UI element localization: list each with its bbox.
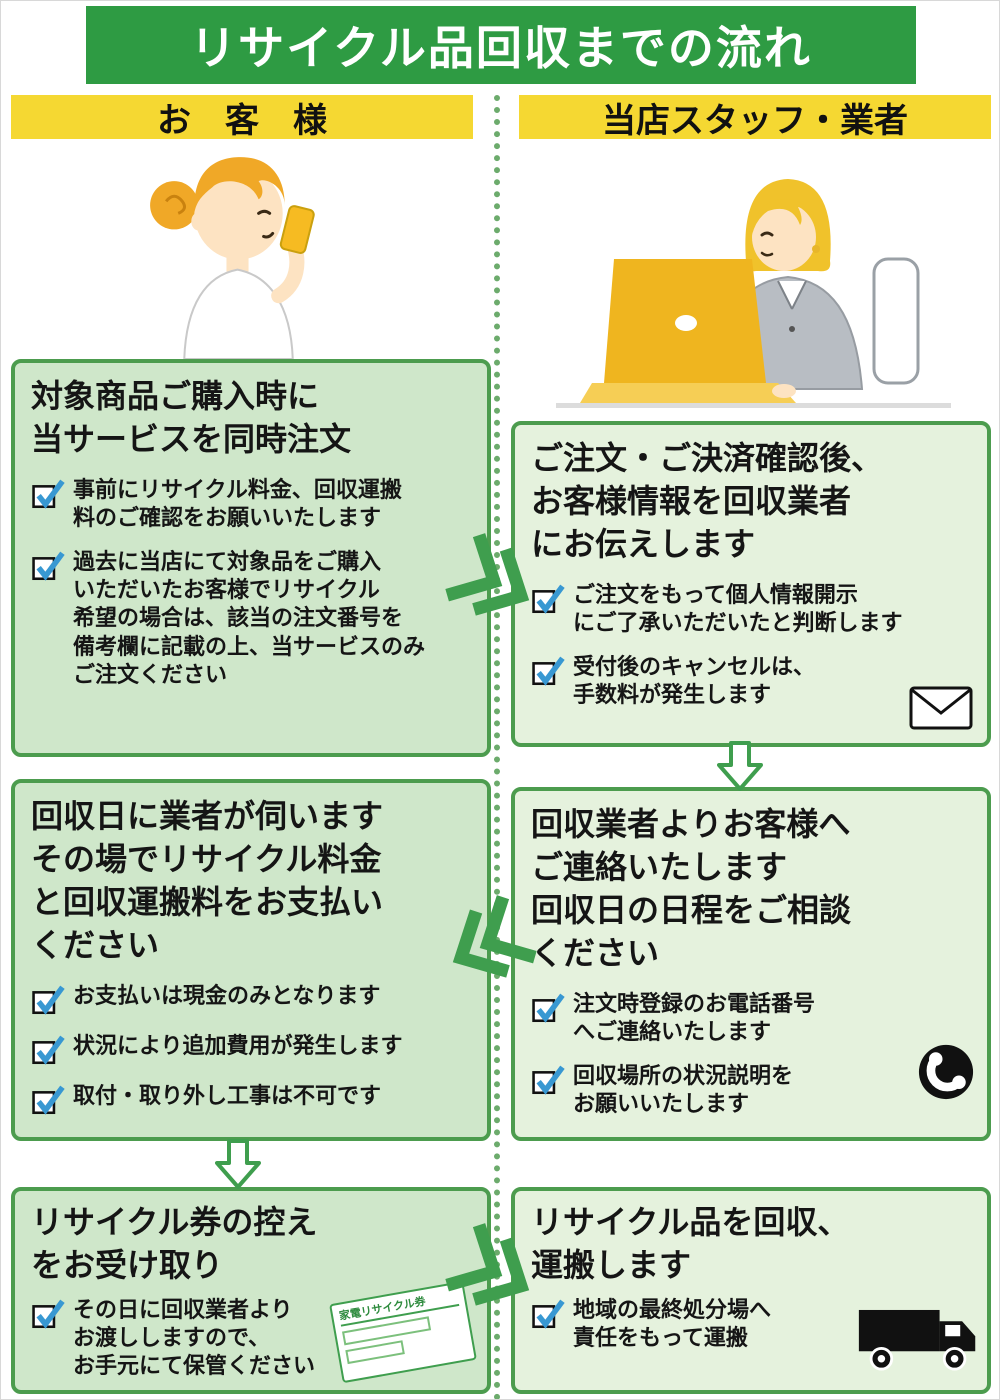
checklist-text: お支払いは現金のみとなります (73, 983, 381, 1009)
checkbox-check-icon (32, 1299, 65, 1329)
checklist-text: 状況により追加費用が発生します (73, 1033, 403, 1059)
arrow-left-down-icon (445, 895, 537, 983)
staff-illustration (556, 131, 951, 419)
envelope-icon (909, 686, 973, 730)
checklist-item: その日に回収業者より お渡ししますので、 お手元にて保管ください (31, 1297, 477, 1381)
woman-with-phone-icon (150, 157, 315, 361)
checkbox-check-icon (32, 985, 65, 1015)
checklist-text: 地域の最終処分場へ 責任をもって運搬 (573, 1297, 772, 1351)
checkbox-check-icon (532, 656, 565, 686)
step-title: 回収業者よりお客様へ ご連絡いたします 回収日の日程をご相談 ください (531, 805, 852, 972)
checklist-text: 取付・取り外し工事は不可です (73, 1083, 382, 1109)
checkbox-check-icon (532, 584, 565, 614)
checklist-text: その日に回収業者より お渡ししますので、 お手元にて保管ください (73, 1297, 316, 1380)
column-header-staff: 当店スタッフ・業者 (519, 95, 991, 141)
truck-icon (858, 1309, 976, 1371)
checklist-text: 注文時登録のお電話番号 へご連絡いたします (573, 991, 816, 1045)
checklist-item: 取付・取り外し工事は不可です (31, 1083, 477, 1117)
phone-icon (918, 1044, 974, 1100)
step-title: ご注文・ご決済確認後、 お客様情報を回収業者 にお伝えします (531, 439, 884, 563)
checklist-item: ご注文をもって個人情報開示 にご了承いただいたと判断します (531, 582, 977, 638)
arrow-down-icon (717, 741, 763, 791)
checklist-text: 事前にリサイクル料金、回収運搬 料のご確認をお願いいたします (73, 477, 402, 531)
step-box-contact: 回収業者よりお客様へ ご連絡いたします 回収日の日程をご相談 ください 注文時登… (511, 787, 991, 1141)
checkbox-check-icon (32, 551, 65, 581)
checklist-item: 事前にリサイクル料金、回収運搬 料のご確認をお願いいたします (31, 477, 477, 533)
checkbox-check-icon (32, 1035, 65, 1065)
column-divider (494, 95, 500, 1399)
customer-illustration (129, 143, 344, 361)
checklist-text: 回収場所の状況説明を お願いいたします (573, 1063, 794, 1117)
column-header-customer: お 客 様 (11, 95, 473, 141)
arrow-right-down-icon (445, 533, 537, 621)
checklist-text: 過去に当店にて対象品をご購入 いただいたお客様でリサイクル 希望の場合は、該当の… (73, 550, 426, 688)
checkbox-check-icon (32, 479, 65, 509)
checklist-item: 地域の最終処分場へ 責任をもって運搬 (531, 1297, 977, 1353)
checkbox-check-icon (532, 1299, 565, 1329)
checklist-text: ご注文をもって個人情報開示 にご了承いただいたと判断します (573, 582, 903, 636)
checklist-item: 状況により追加費用が発生します (31, 1033, 477, 1067)
arrow-right-down-icon (445, 1223, 537, 1311)
woman-at-laptop-icon (556, 179, 951, 408)
step-box-payment: 回収日に業者が伺います その場でリサイクル料金 と回収運搬料をお支払い ください… (11, 779, 491, 1141)
step-box-ticket: リサイクル券の控え をお受け取り その日に回収業者より お渡ししますので、 お手… (11, 1187, 491, 1394)
checklist-item: 注文時登録のお電話番号 へご連絡いたします (531, 991, 977, 1047)
checklist-item: 過去に当店にて対象品をご購入 いただいたお客様でリサイクル 希望の場合は、該当の… (31, 549, 477, 690)
step-title: リサイクル券の控え をお受け取り (31, 1203, 318, 1284)
checklist-text: 受付後のキャンセルは、 手数料が発生します (573, 654, 816, 709)
ticket-field (345, 1340, 405, 1365)
step-title: 回収日に業者が伺います その場でリサイクル料金 と回収運搬料をお支払い ください (31, 797, 384, 964)
checklist-item: 受付後のキャンセルは、 手数料が発生します (531, 654, 977, 710)
step-title: 対象商品ご購入時に 当サービスを同時注文 (31, 377, 352, 458)
arrow-down-icon (215, 1139, 261, 1189)
step-title: リサイクル品を回収、 運搬します (531, 1203, 850, 1284)
step-box-purchase: 対象商品ご購入時に 当サービスを同時注文 事前にリサイクル料金、回収運搬 料のご… (11, 359, 491, 757)
checkbox-check-icon (532, 1065, 565, 1095)
page-title: リサイクル品回収までの流れ (86, 6, 916, 84)
step-box-pickup: リサイクル品を回収、 運搬します 地域の最終処分場へ 責任をもって運搬 (511, 1187, 991, 1394)
checklist-item: 回収場所の状況説明を お願いいたします (531, 1063, 977, 1119)
checkbox-check-icon (32, 1085, 65, 1115)
step-box-notify: ご注文・ご決済確認後、 お客様情報を回収業者 にお伝えします ご注文をもって個人… (511, 421, 991, 747)
checklist-item: お支払いは現金のみとなります (31, 983, 477, 1017)
checkbox-check-icon (532, 993, 565, 1023)
